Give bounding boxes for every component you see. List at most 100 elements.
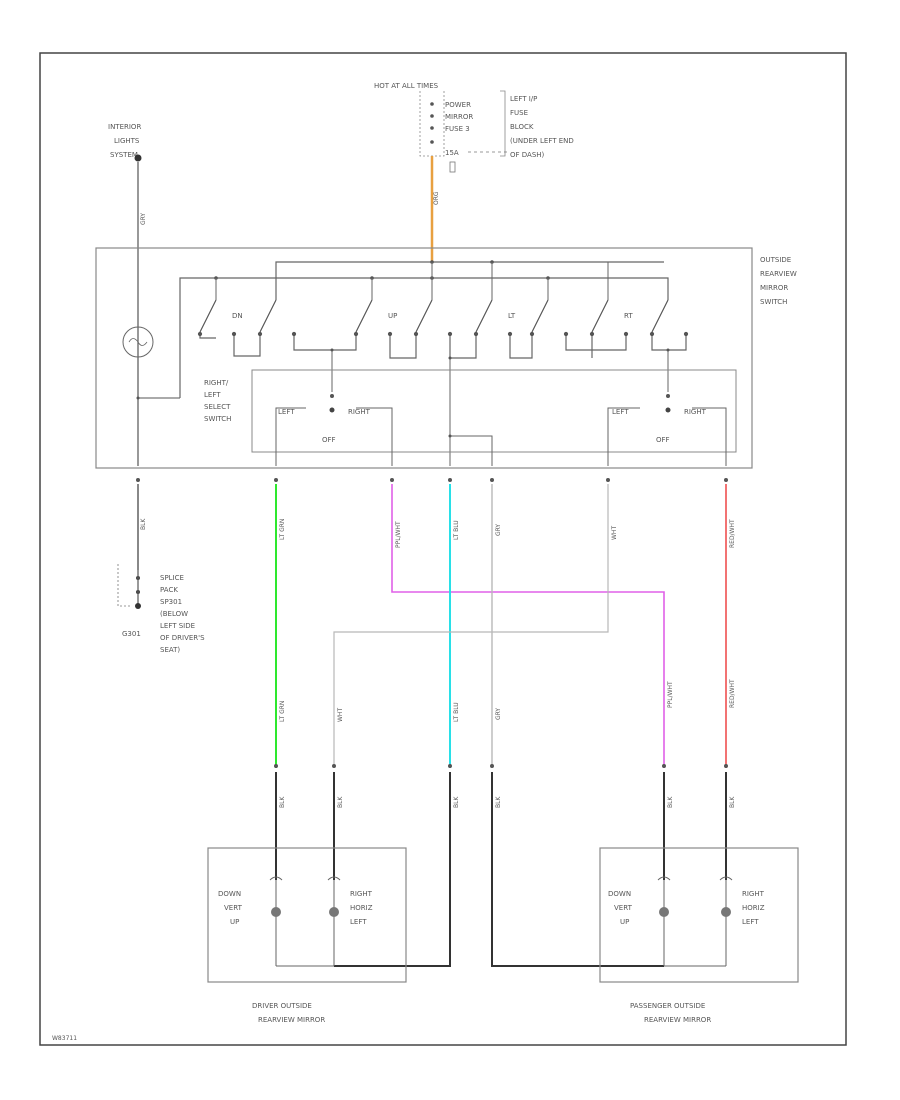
switch-position-rt: RT [624, 312, 633, 320]
select-switch-b: LEFT RIGHT OFF [607, 394, 727, 466]
fuse-location-line-5: OF DASH) [510, 151, 545, 159]
driver-vert-line-1: DOWN [218, 890, 241, 898]
passenger-vert-motor-icon [659, 907, 669, 917]
diagram-frame [39, 52, 847, 1046]
wire-label-gry-lower: GRY [495, 708, 502, 720]
passenger-mirror-label-1: PASSENGER OUTSIDE [630, 1002, 705, 1010]
fuse-icon [449, 161, 456, 173]
select-switch-a: LEFT RIGHT OFF [275, 394, 393, 466]
wire-label-red-wht-lower: RED/WHT [729, 679, 736, 708]
fuse-location-line-3: BLOCK [510, 123, 534, 131]
passenger-horiz-line-3: LEFT [742, 918, 759, 926]
passenger-vert-line-2: VERT [614, 904, 633, 912]
select-switch-label-4: SWITCH [204, 415, 231, 423]
interior-lights-connector [134, 154, 142, 162]
mirror-switch-label-1: OUTSIDE [760, 256, 791, 264]
driver-horiz-line-1: RIGHT [350, 890, 373, 898]
wire-label-blk-3: BLK [453, 796, 460, 808]
passenger-horiz-line-2: HORIZ [742, 904, 765, 912]
driver-mirror: DOWN VERT UP RIGHT HORIZ LEFT DRIVER OUT… [207, 847, 407, 1024]
driver-vert-motor-icon [271, 907, 281, 917]
switch-position-lt: LT [508, 312, 516, 320]
interior-lights-line-1: INTERIOR [108, 123, 141, 131]
driver-mirror-label-1: DRIVER OUTSIDE [252, 1002, 312, 1010]
wire-label-lt-blu: LT BLU [453, 520, 460, 540]
splice-line-4: (BELOW [160, 610, 188, 618]
wire-label-red-wht: RED/WHT [729, 519, 736, 548]
driver-mirror-box [207, 847, 407, 983]
interior-lights-line-3: SYSTEM [110, 151, 138, 159]
wire-label-ppl-wht: PPL/WHT [395, 521, 402, 548]
ground-bus [179, 277, 669, 398]
wire-label-gry: GRY [495, 524, 502, 536]
fuse-legend-line-3: FUSE 3 [445, 125, 470, 133]
wire-label-lt-blu-lower: LT BLU [453, 702, 460, 722]
fuse-legend-line-2: MIRROR [445, 113, 473, 121]
select-b-off: OFF [656, 436, 670, 444]
driver-vert-line-3: UP [230, 918, 239, 926]
wire-ppl-wht [391, 484, 665, 768]
wire-label-fuse: ORG [433, 191, 440, 205]
ground-label: G301 [122, 630, 141, 638]
splice-line-3: SP301 [160, 598, 182, 606]
select-switch-box [251, 369, 737, 453]
switch-position-up: UP [388, 312, 397, 320]
select-switch-label-1: RIGHT/ [204, 379, 229, 387]
driver-horiz-line-3: LEFT [350, 918, 367, 926]
passenger-mirror: DOWN VERT UP RIGHT HORIZ LEFT PASSENGER … [599, 847, 799, 1024]
splice-line-1: SPLICE [160, 574, 184, 582]
mirror-switch-label-4: SWITCH [760, 298, 787, 306]
select-b-right: RIGHT [684, 408, 707, 416]
mirror-switch-label-3: MIRROR [760, 284, 788, 292]
splice-pack: SPLICE PACK SP301 (BELOW LEFT SIDE OF DR… [117, 564, 205, 654]
splice-line-2: PACK [160, 586, 178, 594]
mirror-switch-box [95, 247, 753, 469]
wire-label-interior: GRY [140, 213, 147, 225]
select-a-right: RIGHT [348, 408, 371, 416]
passenger-mirror-box [599, 847, 799, 983]
fuse-location-line-1: LEFT I/P [510, 95, 537, 103]
wire-label-lt-grn: LT GRN [279, 519, 286, 540]
wire-label-blk-2: BLK [337, 796, 344, 808]
select-a-left: LEFT [278, 408, 295, 416]
passenger-vert-line-1: DOWN [608, 890, 631, 898]
passenger-horiz-line-1: RIGHT [742, 890, 765, 898]
wire-label-blk-1: BLK [279, 796, 286, 808]
select-switch-label-2: LEFT [204, 391, 221, 399]
splice-line-6: OF DRIVER'S [160, 634, 205, 642]
interior-lights-line-2: LIGHTS [114, 137, 140, 145]
wire-label-blk-6: BLK [729, 796, 736, 808]
wire-label-ground: BLK [140, 518, 147, 530]
interior-lights: INTERIOR LIGHTS SYSTEM [108, 123, 142, 162]
wire-label-blk-4: BLK [495, 796, 502, 808]
driver-horiz-motor-icon [329, 907, 339, 917]
power-bus [275, 261, 664, 300]
switch-position-dn: DN [232, 312, 243, 320]
fuse-legend-line-4: 15A [445, 149, 459, 157]
footer-code: W83711 [52, 1035, 77, 1042]
select-b-left: LEFT [612, 408, 629, 416]
illumination-lamp-icon [122, 326, 154, 358]
wire-label-wht: WHT [611, 526, 618, 540]
wire-label-lt-grn-lower: LT GRN [279, 701, 286, 722]
fuse-location-line-2: FUSE [510, 109, 528, 117]
splice-line-7: SEAT) [160, 646, 180, 654]
wire-label-wht-lower: WHT [337, 708, 344, 722]
driver-mirror-label-2: REARVIEW MIRROR [258, 1016, 325, 1024]
select-switch-label-3: SELECT [204, 403, 231, 411]
passenger-mirror-label-2: REARVIEW MIRROR [644, 1016, 711, 1024]
wire-label-ppl-wht-lower: PPL/WHT [667, 681, 674, 708]
fuse-block: HOT AT ALL TIMES POWER MIRROR FUSE 3 15A… [374, 82, 574, 173]
mirror-switch-label-2: REARVIEW [760, 270, 797, 278]
wire-label-blk-5: BLK [667, 796, 674, 808]
driver-horiz-line-2: HORIZ [350, 904, 373, 912]
passenger-horiz-motor-icon [721, 907, 731, 917]
splice-line-5: LEFT SIDE [160, 622, 195, 630]
wire-wht [333, 484, 609, 768]
hot-at-all-times-label: HOT AT ALL TIMES [374, 82, 439, 90]
fuse-legend-line-1: POWER [445, 101, 471, 109]
direction-switch-contacts [197, 299, 689, 337]
ground-icon [135, 603, 141, 609]
select-a-off: OFF [322, 436, 336, 444]
